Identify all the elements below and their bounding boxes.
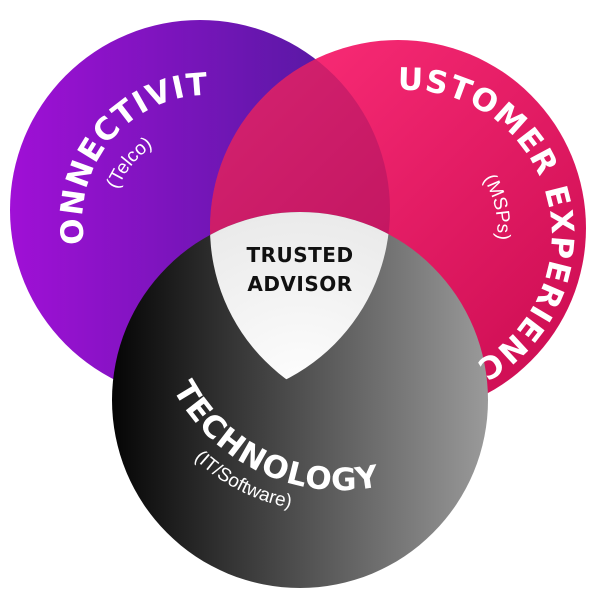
technology-circle	[112, 212, 488, 588]
center-label-line2: ADVISOR	[247, 272, 352, 296]
center-label-line1: TRUSTED	[246, 243, 353, 267]
